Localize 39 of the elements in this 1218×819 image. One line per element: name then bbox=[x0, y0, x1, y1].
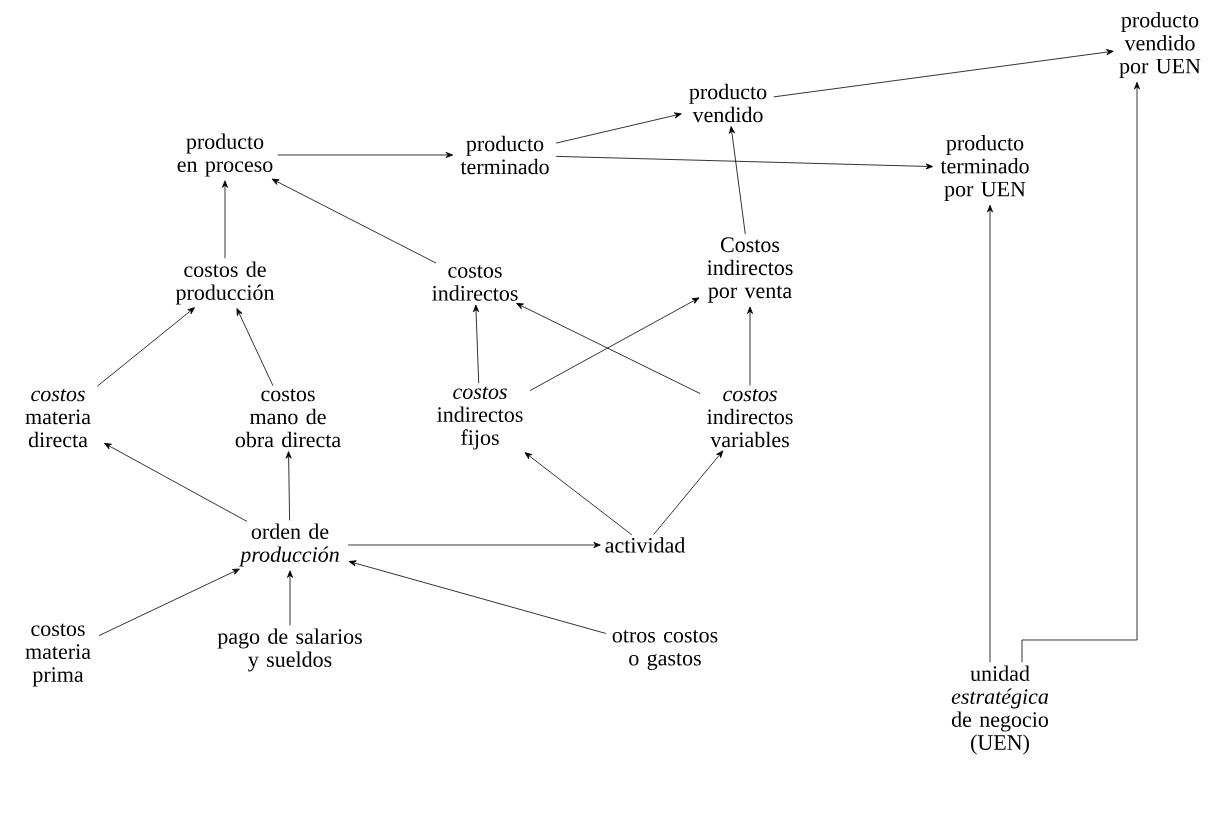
node-label: producto terminado por UEN bbox=[940, 135, 1029, 201]
node-label: costos mano de obra directa bbox=[235, 388, 341, 448]
node-label: producto en proceso bbox=[177, 133, 273, 177]
arrow bbox=[285, 451, 292, 521]
arrow bbox=[271, 178, 437, 264]
arrow bbox=[347, 542, 601, 548]
arrow bbox=[747, 306, 753, 386]
arrow bbox=[473, 304, 480, 384]
node-label: producto vendido por UEN bbox=[1119, 12, 1201, 78]
arrow bbox=[222, 180, 228, 259]
arrow bbox=[96, 307, 195, 387]
node-label: unidad estratégica de negocio (UEN) bbox=[951, 665, 1049, 755]
arrow bbox=[287, 570, 293, 626]
arrow bbox=[524, 452, 633, 536]
node-label: orden de producción bbox=[239, 523, 339, 567]
arrow bbox=[1021, 81, 1140, 663]
arrow bbox=[98, 568, 240, 636]
node-label: costos materia directa bbox=[25, 388, 91, 448]
node-label: producto vendido bbox=[689, 83, 767, 123]
node-label: costos de producción bbox=[175, 261, 275, 305]
arrow bbox=[236, 308, 274, 387]
node-label: costos indirectos variables bbox=[707, 388, 793, 448]
arrow bbox=[987, 204, 993, 663]
arrow bbox=[555, 156, 934, 170]
arrow bbox=[555, 112, 682, 144]
arrow bbox=[773, 49, 1114, 98]
node-label: actividad bbox=[605, 537, 686, 553]
node-label: otros costos o gastos bbox=[612, 629, 718, 671]
arrow bbox=[653, 450, 724, 535]
node-label: Costos indirectos por venta bbox=[707, 237, 793, 303]
node-label: costos materia prima bbox=[25, 623, 91, 687]
node-label: pago de salarios y sueldos bbox=[217, 628, 362, 672]
node-label: costos indirectos bbox=[432, 265, 518, 301]
arrow bbox=[348, 560, 607, 634]
arrow bbox=[277, 152, 454, 158]
arrow bbox=[729, 126, 746, 235]
node-label: producto terminado bbox=[460, 135, 549, 175]
node-label: costos indirectos fijos bbox=[437, 386, 523, 450]
arrow bbox=[104, 442, 248, 522]
